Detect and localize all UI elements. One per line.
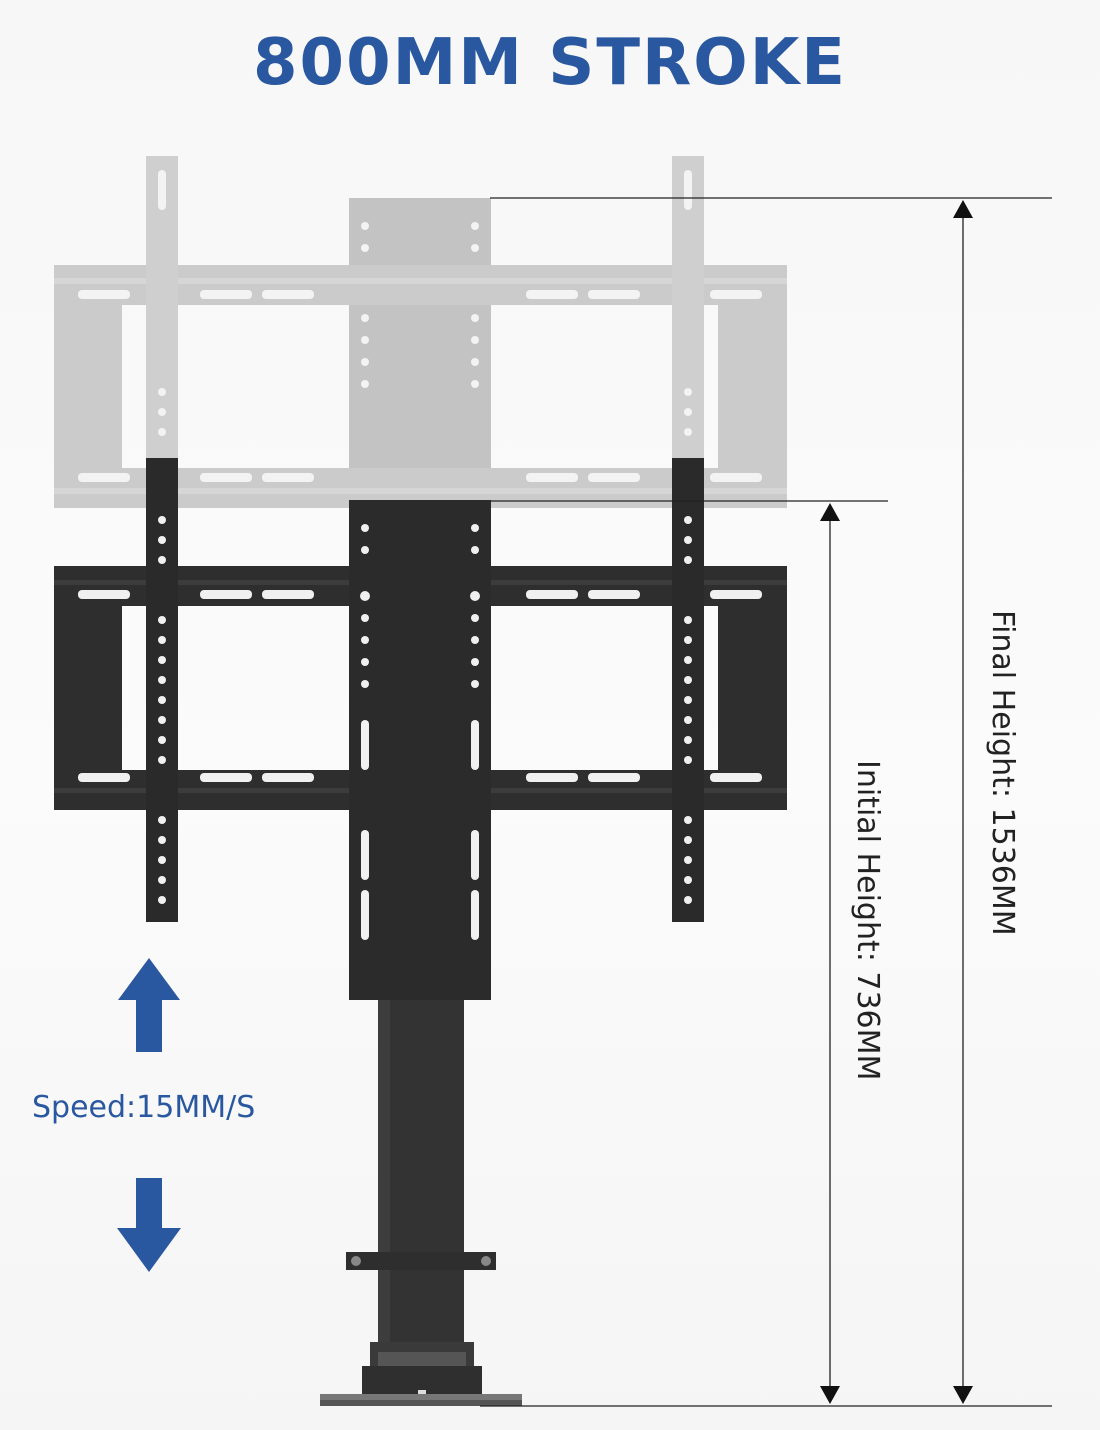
raised-position-slots — [78, 170, 762, 482]
page-title: 800MM STROKE — [253, 26, 847, 100]
initial-height-label: Initial Height: 736MM — [850, 760, 885, 1081]
arrow-up-icon — [118, 958, 180, 1052]
lowered-position-slots — [78, 516, 762, 940]
dimension-arrow-icon — [820, 200, 973, 1404]
dimension-lines — [480, 197, 1052, 1407]
final-height-label: Final Height: 1536MM — [985, 610, 1020, 936]
arrow-down-icon — [117, 1178, 181, 1272]
raised-position-mount — [54, 156, 787, 508]
base-foot — [320, 1342, 522, 1406]
lift-column — [346, 990, 496, 1350]
speed-label: Speed:15MM/S — [32, 1090, 256, 1125]
